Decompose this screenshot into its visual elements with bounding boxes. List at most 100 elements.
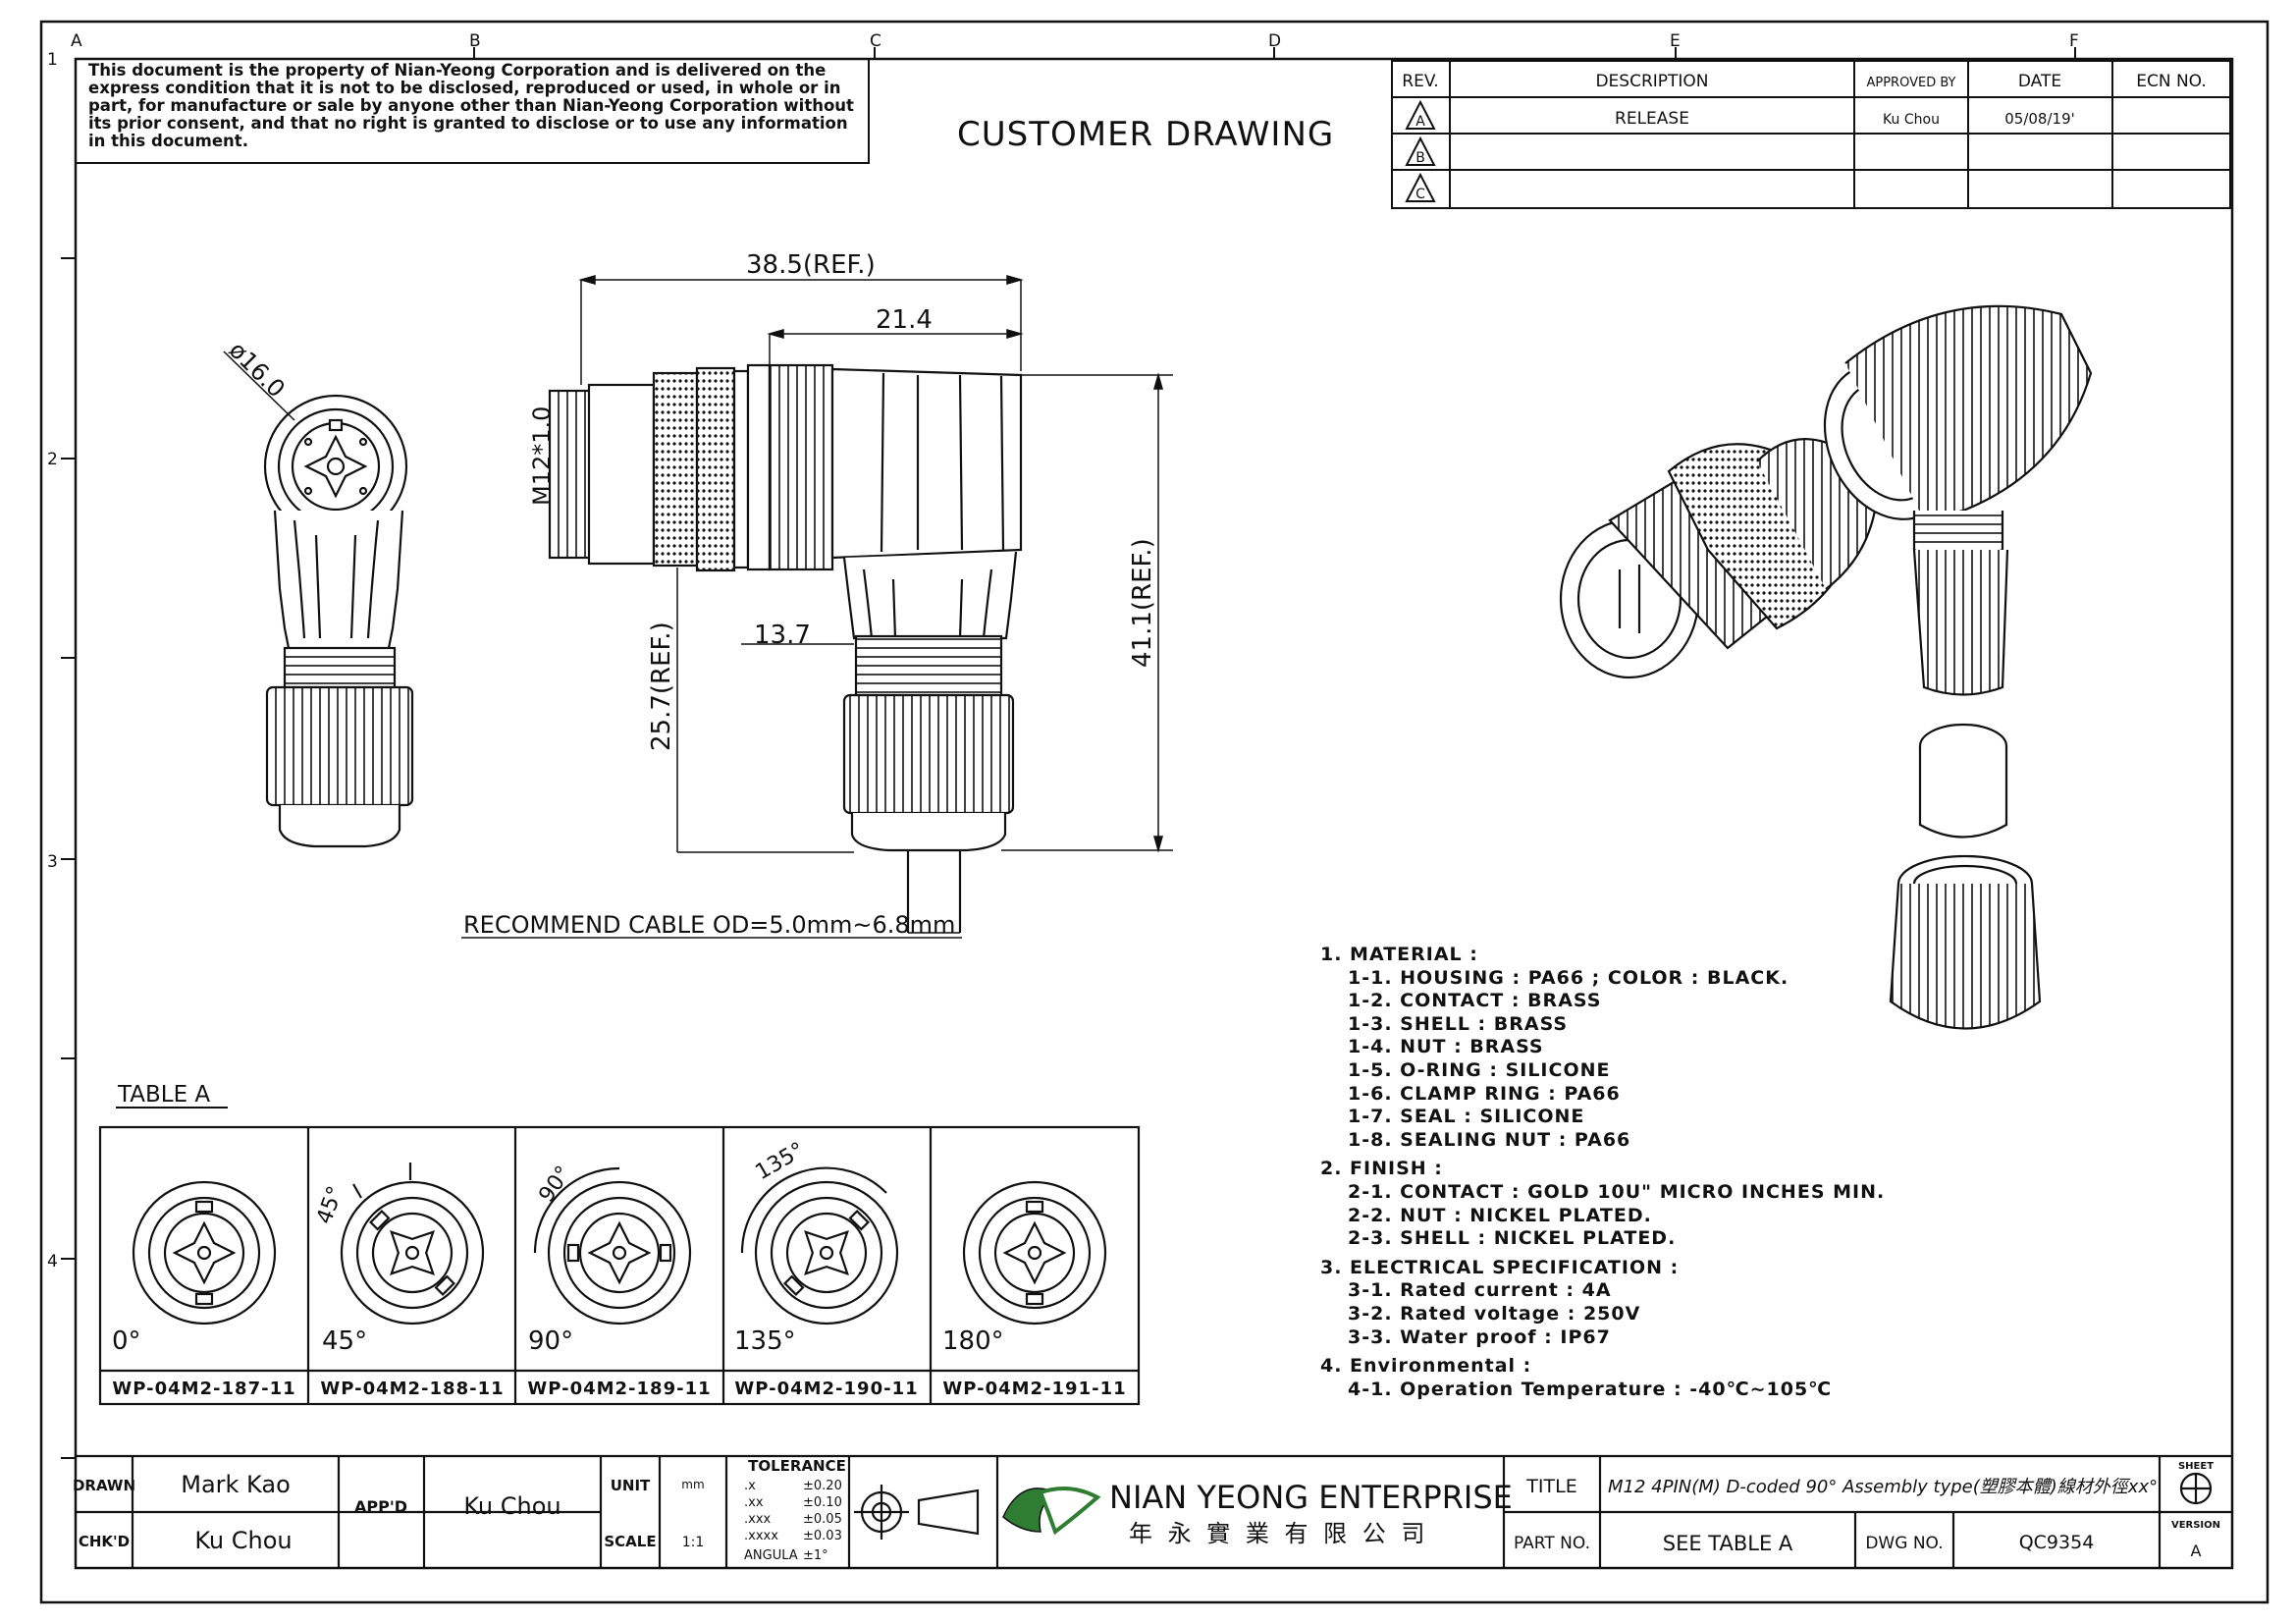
scale-value: 1:1 [682, 1535, 705, 1550]
disclaimer-text: This document is the property of Nian-Ye… [88, 61, 854, 150]
unit-label: UNIT [611, 1477, 651, 1494]
cable-note: RECOMMEND CABLE OD=5.0mm~6.8mm [463, 911, 955, 939]
version-label: VERSION [2171, 1520, 2220, 1531]
zone-labels: A B C D E F 1 2 3 4 [47, 31, 2079, 1271]
note-1-8: 1-8. SEALING NUT : PA66 [1348, 1128, 1631, 1151]
note-1-4: 1-4. NUT : BRASS [1348, 1036, 1544, 1058]
dim-height-total: 41.1(REF.) [1128, 538, 1157, 668]
dim-height-small: 25.7(REF.) [647, 622, 676, 751]
zone-row-2: 2 [47, 450, 58, 469]
tol-key-4: .xxxx [744, 1529, 778, 1543]
note-3-2: 3-2. Rated voltage : 250V [1348, 1302, 1641, 1325]
tol-val-5: ±1° [803, 1548, 828, 1563]
zone-ticks [61, 47, 2076, 1459]
zone-row-3: 3 [47, 852, 58, 872]
part-value: SEE TABLE A [1663, 1532, 1793, 1555]
notes-electrical-title: 3. ELECTRICAL SPECIFICATION : [1320, 1256, 1680, 1278]
table-a-mark-90: 90° [534, 1162, 576, 1207]
table-a-angle-180: 180° [942, 1326, 1004, 1356]
rev-b-letter: B [1415, 150, 1425, 166]
tol-key-1: .x [744, 1479, 756, 1493]
exploded-3d-view [1559, 304, 2093, 1030]
dim-overall-length: 38.5(REF.) [746, 250, 876, 280]
spec-notes: 1. MATERIAL : 1-1. HOUSING : PA66 ; COLO… [1320, 938, 1949, 1401]
drawing-heading: CUSTOMER DRAWING [957, 115, 1334, 154]
note-1-6: 1-6. CLAMP RING : PA66 [1348, 1082, 1621, 1105]
unit-value: mm [681, 1478, 704, 1491]
table-a-angle-0: 0° [112, 1326, 141, 1356]
dim-thread: M12*1.0 [528, 406, 556, 506]
note-2-1: 2-1. CONTACT : GOLD 10U" MICRO INCHES MI… [1348, 1180, 1886, 1203]
dwg-label: DWG NO. [1865, 1534, 1943, 1553]
note-1-2: 1-2. CONTACT : BRASS [1348, 990, 1602, 1012]
tol-val-4: ±0.03 [803, 1529, 842, 1543]
dim-body-length: 21.4 [876, 305, 933, 335]
rev-a-approved: Ku Chou [1883, 112, 1940, 128]
table-a-part-0: WP-04M2-187-11 [112, 1379, 295, 1399]
zone-col-d: D [1268, 31, 1281, 51]
note-1-5: 1-5. O-RING : SILICONE [1348, 1058, 1611, 1081]
company-logo [1002, 1487, 1101, 1536]
note-1-3: 1-3. SHELL : BRASS [1348, 1012, 1569, 1035]
tol-key-2: .xx [744, 1495, 764, 1510]
scale-label: SCALE [604, 1533, 656, 1550]
rev-header-ecn: ECN NO. [2136, 72, 2207, 91]
note-1-1: 1-1. HOUSING : PA66 ; COLOR : BLACK. [1348, 966, 1789, 989]
title-label: TITLE [1525, 1476, 1576, 1497]
face-180 [962, 1180, 1107, 1325]
zone-col-c: C [870, 31, 881, 51]
side-view-drawing [548, 363, 1023, 933]
rev-header-rev: REV. [1402, 72, 1438, 91]
table-a-part-135: WP-04M2-190-11 [734, 1379, 918, 1399]
table-a-title: TABLE A [117, 1082, 210, 1108]
tol-key-5: ANGULA [744, 1548, 798, 1563]
zone-col-b: B [469, 31, 481, 51]
approved-label: APP'D [354, 1497, 407, 1516]
table-a-text: 0° 45° 90° 135° 180° 45° 90° 135° WP-04M… [112, 1138, 1126, 1399]
approved-value: Ku Chou [463, 1492, 561, 1520]
note-2-2: 2-2. NUT : NICKEL PLATED. [1348, 1204, 1652, 1226]
notes-finish-title: 2. FINISH : [1320, 1158, 1443, 1180]
dim-offset: 13.7 [754, 621, 811, 650]
table-a-mark-135: 135° [752, 1138, 809, 1185]
zone-row-4: 4 [47, 1252, 58, 1271]
rev-a-letter: A [1415, 114, 1425, 130]
face-45 [340, 1163, 485, 1325]
dim-diameter: ø16.0 [224, 336, 291, 403]
zone-col-a: A [71, 31, 82, 51]
tol-val-3: ±0.05 [803, 1512, 842, 1527]
revision-table-text: REV. DESCRIPTION APPROVED BY DATE ECN NO… [1402, 72, 2206, 202]
note-2-3: 2-3. SHELL : NICKEL PLATED. [1348, 1227, 1677, 1250]
tolerance-title: TOLERANCE [748, 1457, 846, 1475]
rev-header-date: DATE [2018, 72, 2061, 91]
checked-label: CHK'D [79, 1533, 130, 1550]
table-a-grid [98, 1125, 1141, 1406]
side-view-dims [461, 275, 1173, 939]
inner-frame [74, 57, 2234, 1570]
table-a-angle-45: 45° [322, 1326, 367, 1356]
tol-val-1: ±0.20 [803, 1479, 842, 1493]
tol-val-2: ±0.10 [803, 1495, 842, 1510]
end-view-drawing [263, 394, 414, 848]
title-block-grid [76, 1454, 2232, 1568]
rev-a-description: RELEASE [1615, 109, 1689, 129]
side-view-dim-text: 38.5(REF.) 21.4 M12*1.0 13.7 25.7(REF.) … [463, 250, 1157, 939]
title-value: M12 4PIN(M) D-coded 90° Assembly type(塑膠… [1608, 1477, 2158, 1497]
dwg-value: QC9354 [2019, 1532, 2095, 1553]
rev-header-approved: APPROVED BY [1866, 76, 1955, 90]
note-3-3: 3-3. Water proof : IP67 [1348, 1325, 1611, 1348]
title-block-text: DRAWN Mark Kao CHK'D Ku Chou APP'D Ku Ch… [73, 1457, 2220, 1563]
version-value: A [2191, 1542, 2202, 1560]
notes-environmental-title: 4. Environmental : [1320, 1355, 1532, 1378]
note-1-7: 1-7. SEAL : SILICONE [1348, 1106, 1585, 1128]
table-a-part-45: WP-04M2-188-11 [320, 1379, 504, 1399]
table-a-part-90: WP-04M2-189-11 [527, 1379, 711, 1399]
table-a-angle-135: 135° [734, 1326, 796, 1356]
table-a-angle-90: 90° [528, 1326, 573, 1356]
rev-a-date: 05/08/19' [2004, 110, 2075, 128]
drawn-label: DRAWN [73, 1477, 135, 1494]
sheet-label: SHEET [2178, 1461, 2214, 1472]
table-a-connector-faces [132, 1163, 1107, 1325]
zone-col-e: E [1670, 31, 1681, 51]
